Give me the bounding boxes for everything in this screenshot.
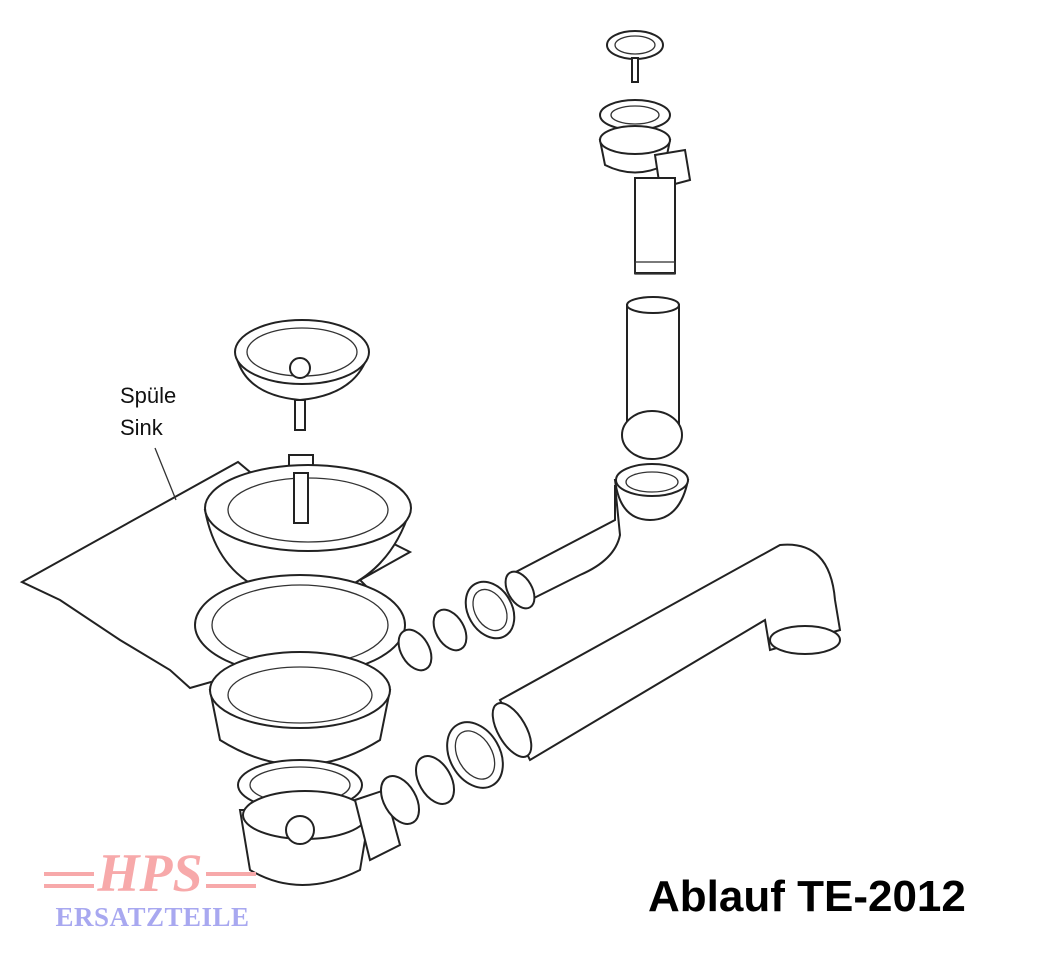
overflow-assembly (508, 30, 692, 607)
sink-flange (203, 464, 412, 602)
diagram-title: Ablauf TE-2012 (648, 872, 966, 921)
logo-sub-text: ERSATZTEILE (55, 902, 250, 932)
drain-body (208, 651, 402, 886)
logo-main-text: HPS (97, 843, 203, 903)
lower-fittings (380, 721, 504, 825)
logo-bars-right (206, 872, 256, 888)
sink-label-en: Sink (120, 415, 163, 440)
logo-bars-left (44, 872, 94, 888)
upper-fittings (397, 570, 536, 672)
sink-label-de: Spüle (120, 383, 177, 408)
strainer-basket (234, 319, 370, 431)
drain-pipe (491, 543, 842, 762)
sink-leader-line (154, 447, 177, 501)
